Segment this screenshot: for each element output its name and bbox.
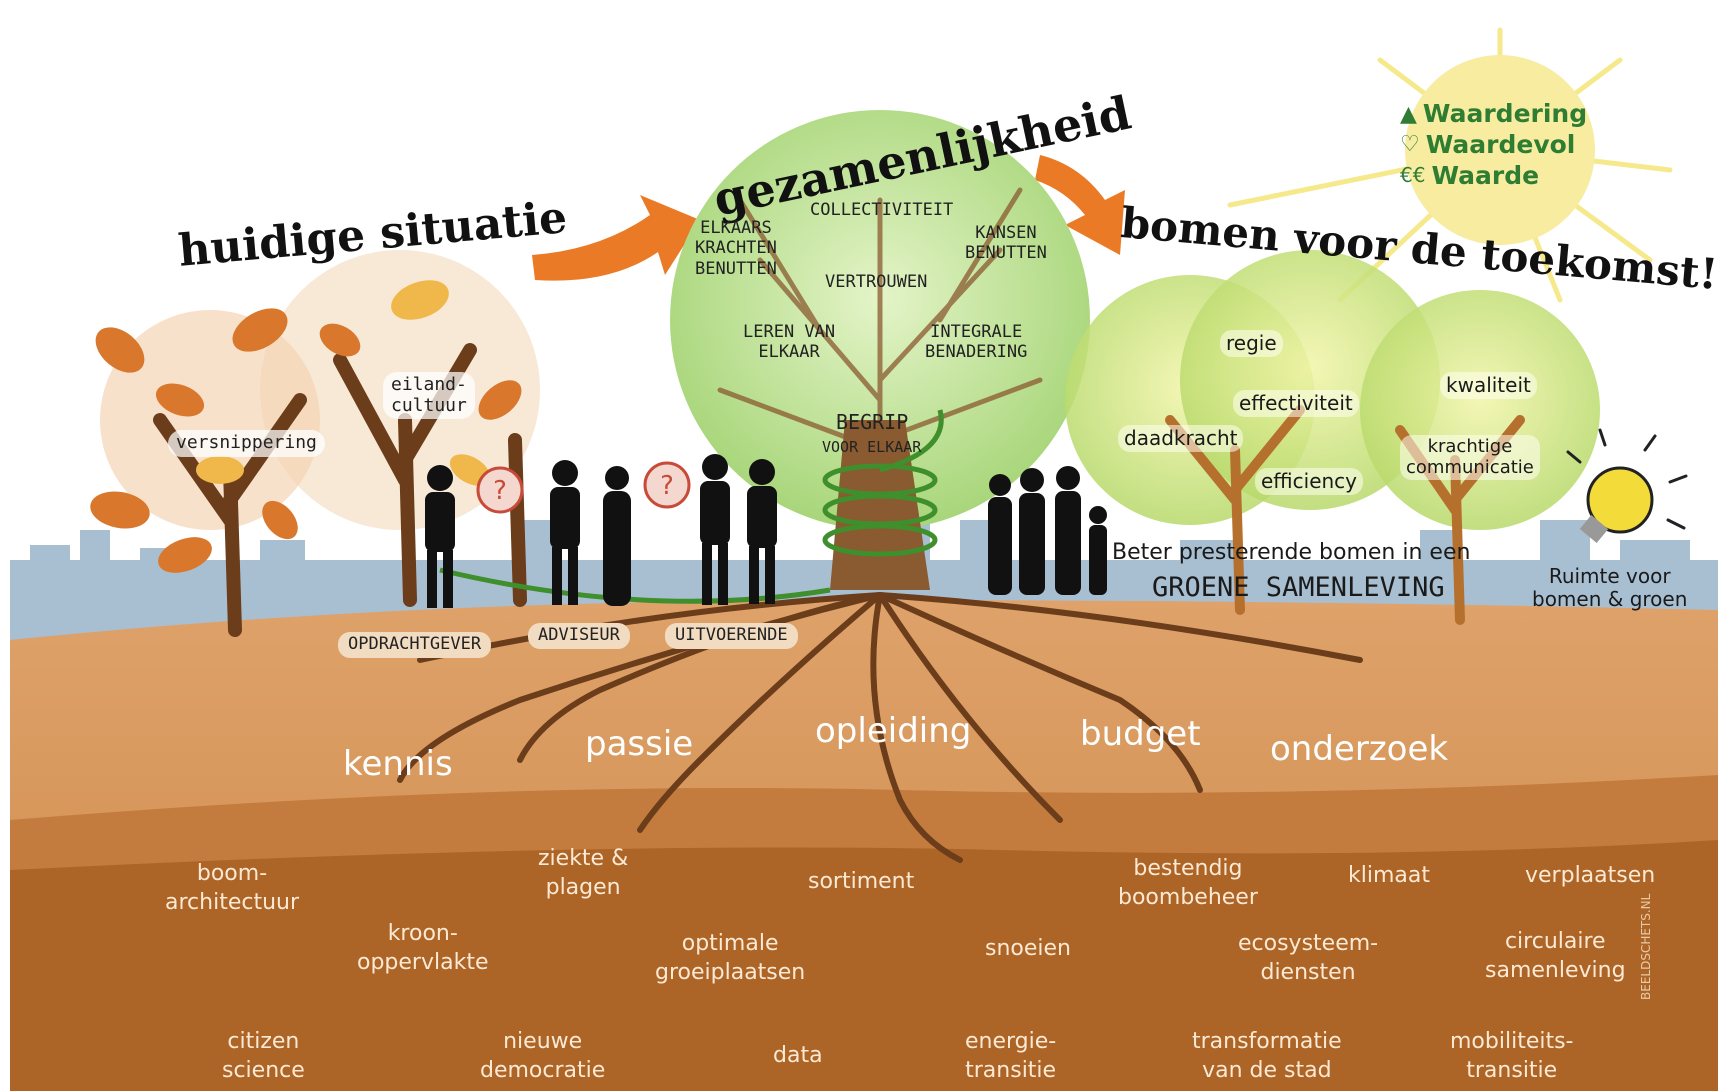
future-effectiveness: effectiviteit: [1233, 390, 1359, 417]
trunk-label-sub: VOOR ELKAAR: [822, 438, 922, 456]
topic-sustainable-management: bestendig boombeheer: [1118, 856, 1258, 910]
root-training: opleiding: [815, 711, 972, 751]
topic-tree-architecture: boom- architectuur: [165, 861, 300, 915]
topic-relocating: verplaatsen: [1525, 863, 1656, 888]
root-passion: passie: [585, 724, 694, 764]
root-knowledge: kennis: [343, 744, 453, 784]
society-line-2: GROENE SAMENLEVING: [1152, 572, 1445, 603]
central-tree: [439, 110, 1090, 604]
topic-mobility-transition: mobiliteits- transitie: [1450, 1029, 1574, 1083]
thumbs-up-icon: ▲: [1400, 101, 1417, 127]
topic-growing-sites: optimale groeiplaatsen: [655, 931, 806, 985]
sun: [1227, 27, 1673, 303]
svg-text:?: ?: [493, 476, 507, 506]
topic-crown-surface: kroon- oppervlakte: [357, 921, 489, 975]
trunk-label-main: BEGRIP: [836, 410, 909, 434]
topic-circular-society: circulaire samenleving: [1485, 929, 1626, 983]
question-icons: ? ?: [476, 461, 691, 514]
topic-assortment: sortiment: [808, 869, 915, 894]
society-line-1: Beter presterende bomen in een: [1112, 540, 1471, 565]
people-silhouettes: [425, 454, 1107, 608]
topic-pruning: snoeien: [985, 936, 1071, 961]
role-advisor: ADVISEUR: [528, 623, 630, 649]
heart-icon: ♡: [1400, 132, 1420, 158]
orange-arrows: [532, 155, 1125, 281]
crown-opportunities: KANSEN BENUTTEN: [965, 223, 1047, 264]
lightbulb-icon: [1566, 428, 1688, 543]
future-efficiency: efficiency: [1255, 468, 1364, 495]
topic-citizen-science: citizen science: [222, 1029, 305, 1083]
root-research: onderzoek: [1270, 729, 1449, 769]
crown-learning: LEREN VAN ELKAAR: [743, 322, 836, 363]
future-decisiveness: daadkracht: [1118, 425, 1244, 452]
topic-city-transformation: transformatie van de stad: [1192, 1029, 1342, 1083]
topic-energy-transition: energie- transitie: [965, 1029, 1057, 1083]
topic-diseases: ziekte & plagen: [538, 846, 629, 900]
role-client: OPDRACHTGEVER: [338, 632, 492, 658]
value-valuable: Waardevol: [1425, 129, 1576, 159]
topic-data: data: [773, 1043, 823, 1068]
svg-text:?: ?: [660, 471, 674, 501]
lightbulb-text: Ruimte voor bomen & groen: [1532, 564, 1688, 611]
future-communication: krachtige communicatie: [1400, 435, 1540, 481]
soil-layers: [10, 600, 1718, 1091]
value-appreciation: Waardering: [1422, 99, 1588, 128]
root-budget: budget: [1080, 714, 1201, 754]
crown-strengths: ELKAARS KRACHTEN BENUTTEN: [695, 218, 777, 279]
crown-integral: INTEGRALE BENADERING: [925, 322, 1028, 363]
future-direction: regie: [1220, 330, 1283, 357]
euro-coins-icon: €€: [1400, 163, 1426, 188]
role-executor: UITVOERENDE: [665, 623, 798, 649]
topic-climate: klimaat: [1348, 863, 1430, 888]
topic-new-democracy: nieuwe democratie: [480, 1029, 606, 1083]
value-value: Waarde: [1431, 160, 1540, 190]
autumn-tree: [90, 250, 540, 637]
label-fragmentation: versnippering: [168, 430, 325, 457]
future-quality: kwaliteit: [1440, 372, 1537, 399]
artist-credit: BEELDSCHETS.NL: [1639, 893, 1653, 1000]
crown-collectivity: COLLECTIVITEIT: [810, 200, 954, 220]
topic-ecosystem-services: ecosysteem- diensten: [1238, 931, 1379, 985]
label-island-culture: eiland- cultuur: [383, 372, 475, 420]
crown-trust: VERTROUWEN: [825, 272, 928, 292]
sun-values: ▲ Waardering ♡ Waardevol €€ Waarde: [1400, 99, 1600, 190]
